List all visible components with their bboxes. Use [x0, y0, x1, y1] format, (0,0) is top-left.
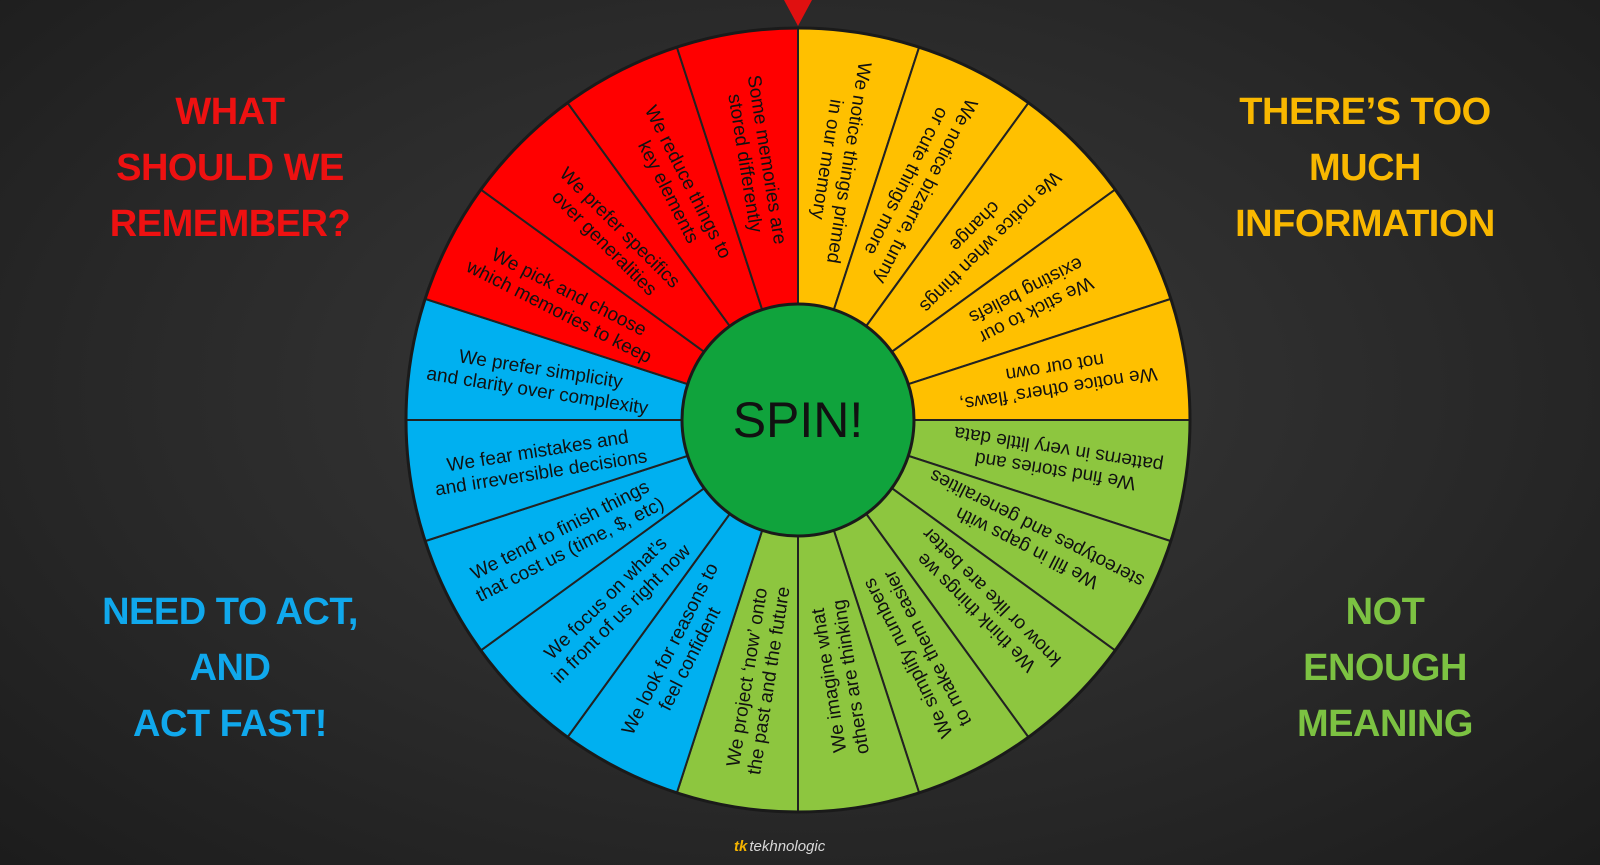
spin-button[interactable] — [680, 302, 916, 538]
wheel-rim — [404, 26, 1192, 814]
pointer-icon — [784, 0, 812, 26]
spin-label: SPIN! — [733, 392, 864, 448]
quadrant-line: ACT FAST! — [133, 703, 327, 745]
quadrant-line: MUCH — [1309, 147, 1421, 189]
brand-name: tekhnologic — [749, 838, 826, 855]
quadrant-line: INFORMATION — [1235, 203, 1495, 245]
quadrant-line: SHOULD WE — [116, 147, 344, 189]
quadrant-line: THERE’S TOO — [1239, 91, 1491, 133]
quadrant-line: NOT — [1345, 591, 1425, 633]
quadrant-title-remember: WHAT SHOULD WE REMEMBER? — [60, 84, 400, 252]
quadrant-line: REMEMBER? — [109, 203, 351, 245]
quadrant-line: MEANING — [1297, 703, 1473, 745]
brand-mark-icon: tk — [734, 838, 748, 855]
quadrant-title-information: THERE’S TOO MUCH INFORMATION — [1195, 84, 1535, 252]
quadrant-title-meaning: NOT ENOUGH MEANING — [1215, 584, 1555, 752]
quadrant-line: WHAT — [175, 91, 285, 133]
quadrant-title-act-fast: NEED TO ACT, AND ACT FAST! — [60, 584, 400, 752]
quadrant-line: AND — [189, 647, 271, 689]
quadrant-line: ENOUGH — [1303, 647, 1467, 689]
quadrant-line: NEED TO ACT, — [102, 591, 358, 633]
